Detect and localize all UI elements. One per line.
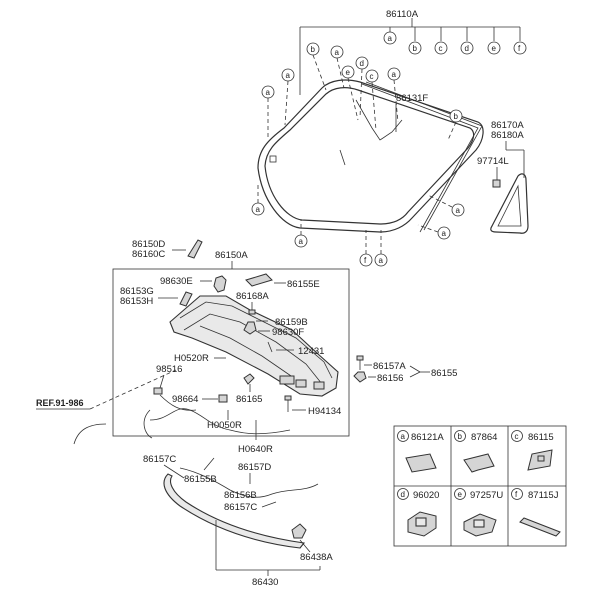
windshield-callouts: b a a b c d e f d e c a a a b a a a a f …	[251, 31, 527, 267]
windshield-glass	[257, 79, 484, 233]
weatherstrip-86430: 86157C 86155B 86157D 86156B 86157C 86438…	[143, 409, 333, 588]
callout-a: a	[266, 88, 271, 97]
callout-a: a	[335, 48, 340, 57]
callout-f: f	[364, 256, 367, 265]
callout-e: e	[492, 44, 497, 53]
label-98630E: 98630E	[160, 276, 193, 287]
callout-a: a	[379, 256, 384, 265]
group-86150D: 86150D 86160C	[132, 239, 203, 260]
label-86110A: 86110A	[386, 9, 419, 20]
label-86159B: 86159B	[275, 317, 308, 328]
callout-e: e	[346, 68, 351, 77]
legend-letter-d: d	[401, 490, 405, 499]
legend-part-a: 86121A	[411, 432, 444, 443]
reference-91-986: REF.91-986	[36, 369, 177, 445]
label-98630F: 98630F	[272, 327, 304, 338]
callout-b: b	[454, 112, 459, 121]
legend-table: a 86121A b 87864 c 86115 d 96020 e 97257…	[393, 425, 567, 547]
callout-a: a	[456, 206, 461, 215]
legend-part-b: 87864	[471, 432, 497, 443]
moulding-86131F: 86131F	[361, 81, 483, 233]
label-86157D: 86157D	[238, 462, 271, 473]
label-98516: 98516	[156, 364, 182, 375]
label-86170A: 86170A	[491, 120, 524, 131]
label-86153G: 86153G	[120, 286, 154, 297]
callout-a: a	[256, 205, 261, 214]
group-86155: 86157A 86156 86155	[353, 355, 457, 384]
callout-d: d	[465, 44, 469, 53]
label-86131F: 86131F	[396, 93, 428, 104]
label-86156: 86156	[377, 373, 403, 384]
label-86150A: 86150A	[215, 250, 248, 261]
label-86160C: 86160C	[132, 249, 165, 260]
legend-letter-e: e	[458, 490, 463, 499]
label-ref-91-986: REF.91-986	[36, 398, 84, 408]
cowl-box-86150A: 86150A 98630E 86155E 86153G 86153H 86168…	[112, 250, 350, 455]
label-H0050R: H0050R	[207, 420, 242, 431]
label-86155: 86155	[431, 368, 457, 379]
part-icon-87115J	[519, 517, 561, 537]
legend-letter-f: f	[515, 490, 518, 499]
label-86430: 86430	[252, 577, 278, 588]
callout-b: b	[413, 44, 418, 53]
label-86165: 86165	[236, 394, 262, 405]
legend-letter-c: c	[515, 432, 519, 441]
label-86157A: 86157A	[373, 361, 406, 372]
label-86168A: 86168A	[236, 291, 269, 302]
label-H0640R: H0640R	[238, 444, 273, 455]
callout-c: c	[439, 44, 443, 53]
label-86180A: 86180A	[491, 130, 524, 141]
callout-a: a	[388, 34, 393, 43]
label-H94134: H94134	[308, 406, 341, 417]
callout-a: a	[392, 70, 397, 79]
label-86150D: 86150D	[132, 239, 165, 250]
callout-f: f	[518, 44, 521, 53]
legend-part-f: 87115J	[528, 490, 559, 501]
legend-part-c: 86115	[528, 432, 554, 443]
callout-a: a	[299, 237, 304, 246]
label-98664: 98664	[172, 394, 198, 405]
label-86157C-1: 86157C	[143, 454, 176, 465]
part-icon-87864	[463, 453, 495, 473]
legend-part-e: 97257U	[470, 490, 503, 501]
label-86155E: 86155E	[287, 279, 320, 290]
legend-part-d: 96020	[413, 490, 439, 501]
callout-a: a	[286, 71, 291, 80]
label-86153H: 86153H	[120, 296, 153, 307]
group-86110A: 86110A	[299, 9, 521, 95]
callout-b: b	[311, 45, 316, 54]
quarter-glass-group: 86170A 86180A 97714L	[477, 120, 529, 234]
callout-a: a	[442, 229, 447, 238]
label-97714L: 97714L	[477, 156, 509, 167]
callout-d: d	[360, 59, 364, 68]
part-icon-86121A	[405, 453, 437, 473]
legend-letter-b: b	[458, 432, 463, 441]
callout-c: c	[370, 72, 374, 81]
label-86438A: 86438A	[300, 552, 333, 563]
label-86157C-2: 86157C	[224, 502, 257, 513]
label-12431: 12431	[298, 346, 324, 357]
label-86155B: 86155B	[184, 474, 217, 485]
label-86156B: 86156B	[224, 490, 257, 501]
label-H0520R: H0520R	[174, 353, 209, 364]
legend-letter-a: a	[401, 432, 406, 441]
